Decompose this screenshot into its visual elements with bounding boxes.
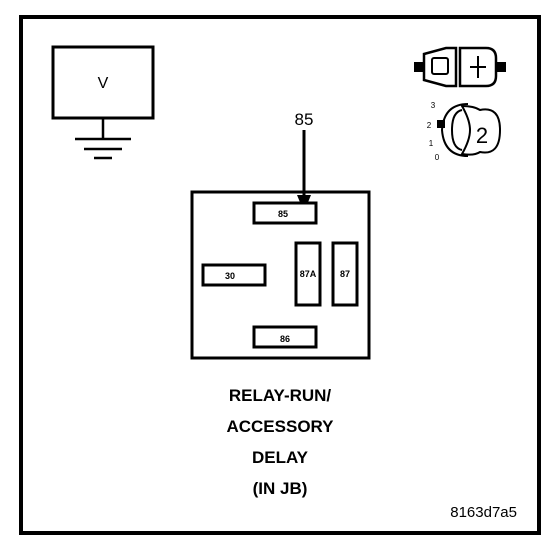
relay: 85 30 87A 87 86: [190, 190, 371, 360]
caption-line-4: (IN JB): [253, 479, 308, 498]
pin-30: [201, 263, 267, 287]
step-label-3: 3: [431, 101, 436, 110]
pin-87a: [294, 241, 322, 307]
connector-pair-icon: [414, 46, 506, 88]
pin-86-label: 86: [280, 334, 290, 344]
step-label-1: 1: [429, 139, 434, 148]
caption-line-1: RELAY-RUN/: [229, 386, 332, 405]
pin-87: [331, 241, 359, 307]
probe-arrow: 85: [295, 110, 314, 212]
voltmeter: V: [51, 45, 155, 160]
relay-caption: RELAY-RUN/ ACCESSORY DELAY (IN JB): [226, 386, 334, 498]
pin-85-label: 85: [278, 209, 288, 219]
outer-frame: [19, 15, 541, 535]
clip-inner-arc: [450, 109, 463, 151]
clip-position-marker: [437, 120, 445, 128]
figure-id: 8163d7a5: [450, 504, 517, 521]
step-label-0: 0: [435, 153, 440, 162]
caption-line-3: DELAY: [252, 448, 309, 467]
pin-87-label: 87: [340, 269, 350, 279]
connector-position-icon: 3 2 1 0 2: [427, 101, 502, 162]
pin-85: [252, 201, 318, 225]
step-label-2: 2: [427, 121, 432, 130]
ground-icon: [75, 137, 131, 160]
voltmeter-label: V: [98, 75, 109, 92]
clip-body: [460, 104, 502, 156]
probe-label: 85: [295, 110, 314, 129]
pin-30-label: 30: [225, 271, 235, 281]
clip-outer-arc: [440, 103, 469, 157]
clip-number: 2: [476, 123, 488, 148]
pin-87a-label: 87A: [300, 269, 317, 279]
caption-line-2: ACCESSORY: [226, 417, 334, 436]
relay-housing: [190, 190, 371, 360]
pin-86: [252, 325, 318, 349]
